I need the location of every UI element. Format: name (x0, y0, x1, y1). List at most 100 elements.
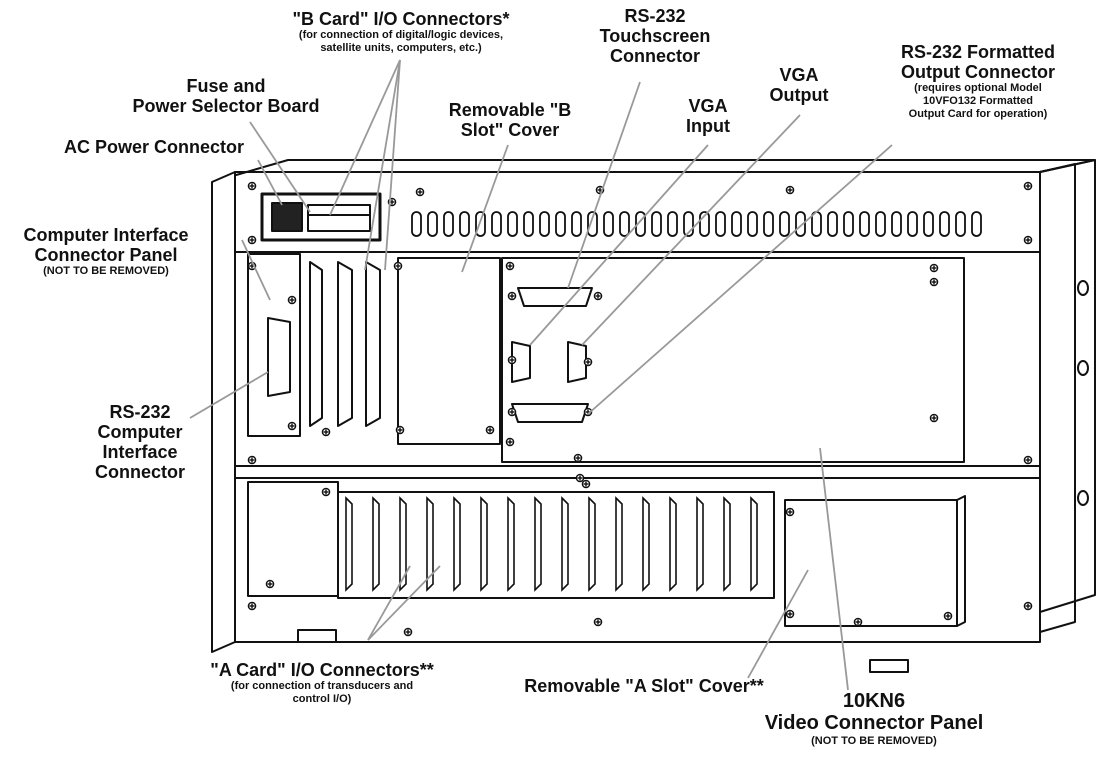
vent-slot (427, 211, 438, 237)
screw (265, 579, 275, 589)
vent-slot (779, 211, 790, 237)
a-card-label: "A Card" I/O Connectors** (for connectio… (184, 660, 460, 705)
db25-connector (517, 287, 593, 307)
fuse-label: Fuse and Power Selector Board (116, 76, 336, 116)
vent-slot (699, 211, 710, 237)
b-card-note-1: (for connection of digital/logic devices… (298, 29, 504, 42)
b-card-title: "B Card" I/O Connectors* (292, 9, 510, 29)
vga-input-line-2: Input (686, 116, 730, 137)
screw (403, 627, 413, 637)
cip-note: (NOT TO BE REMOVED) (43, 265, 169, 278)
screw (505, 261, 515, 271)
vent-slot (507, 211, 518, 237)
screw (853, 617, 863, 627)
screw (247, 235, 257, 245)
rs232-touch-line-2: Touchscreen (599, 26, 711, 47)
vent-slot (795, 211, 806, 237)
b-card-label: "B Card" I/O Connectors* (for connection… (268, 9, 534, 54)
leader-lines (189, 59, 893, 691)
ac-power-line-1: AC Power Connector (63, 137, 245, 157)
foot (869, 659, 909, 673)
vga-output-line-2: Output (769, 85, 829, 106)
a-card-note-1: (for connection of transducers and (230, 680, 414, 693)
screw (593, 617, 603, 627)
video-panel-line-1: 10KN6 (842, 690, 906, 712)
b-card-note-2: satellite units, computers, etc.) (320, 41, 482, 54)
vga-output-line-1: VGA (779, 65, 819, 85)
rs232-ci-line-3: Interface (102, 442, 178, 463)
screw (929, 263, 939, 273)
b-slot-cover-label: Removable "B Slot" Cover (440, 100, 580, 140)
vent-slot (827, 211, 838, 237)
vent-slot (843, 211, 854, 237)
vent-slot (539, 211, 550, 237)
screw (1023, 455, 1033, 465)
foot (297, 629, 337, 643)
screw (287, 421, 297, 431)
computer-interface-panel-label: Computer Interface Connector Panel (NOT … (4, 225, 208, 278)
screw (785, 185, 795, 195)
screw (581, 479, 591, 489)
vent-slot (667, 211, 678, 237)
screw (287, 295, 297, 305)
vent-slot (763, 211, 774, 237)
cip-line-1: Computer Interface (23, 225, 189, 245)
vent-slot (891, 211, 902, 237)
vent-slot (619, 211, 630, 237)
front-panel (234, 171, 1041, 643)
screw (247, 455, 257, 465)
vga-input-line-1: VGA (688, 96, 728, 116)
vent-slot (443, 211, 454, 237)
vent-slot (955, 211, 966, 237)
vent-slot (571, 211, 582, 237)
screw (321, 487, 331, 497)
video-panel-note: (NOT TO BE REMOVED) (811, 734, 937, 747)
screw (785, 507, 795, 517)
rs232-touch-line-3: Connector (610, 46, 700, 67)
a-slot-cover-label: Removable "A Slot" Cover** (496, 676, 792, 696)
rs232-ci-line-1: RS-232 (109, 402, 171, 422)
vent-slot (907, 211, 918, 237)
video-connector-panel (501, 257, 965, 463)
vent-slot (475, 211, 486, 237)
vent-slot (587, 211, 598, 237)
vent-slot (971, 211, 982, 237)
rs232-ci-line-2: Computer (97, 422, 183, 443)
screw (929, 413, 939, 423)
b-slot-cover (397, 257, 501, 445)
rs232-computer-interface-label: RS-232 Computer Interface Connector (86, 402, 194, 483)
video-panel-line-2: Video Connector Panel (764, 712, 984, 735)
rack-slot (1077, 360, 1089, 376)
cip-line-2: Connector Panel (34, 245, 178, 266)
rs232-ci-line-4: Connector (95, 462, 185, 483)
vent-slot (491, 211, 502, 237)
chassis-right-side (1039, 159, 1096, 613)
db15-connector (567, 341, 587, 383)
vent-slot (747, 211, 758, 237)
screw (1023, 181, 1033, 191)
vga-output-label: VGA Output (758, 65, 840, 105)
screw (415, 187, 425, 197)
rs232-touchscreen-label: RS-232 Touchscreen Connector (596, 6, 714, 66)
db25-connector (511, 403, 589, 423)
screws (247, 181, 1033, 637)
vent-slot (923, 211, 934, 237)
rs232-fmt-note-2: 10VFO132 Formatted (922, 94, 1034, 107)
screw (395, 425, 405, 435)
screw (485, 425, 495, 435)
screw (573, 453, 583, 463)
screw (929, 277, 939, 287)
fuse-line-2: Power Selector Board (132, 96, 320, 117)
rs232-touch-line-1: RS-232 (624, 6, 686, 26)
vent-slot (715, 211, 726, 237)
ac-power-label: AC Power Connector (38, 137, 270, 157)
vent-slot (731, 211, 742, 237)
screw (593, 291, 603, 301)
screw (1023, 601, 1033, 611)
db25-connector (267, 317, 291, 397)
right-rack-ear (1039, 163, 1076, 633)
b-slot-cover-line-2: Slot" Cover (460, 120, 560, 141)
screw (505, 437, 515, 447)
vent-slot (523, 211, 534, 237)
